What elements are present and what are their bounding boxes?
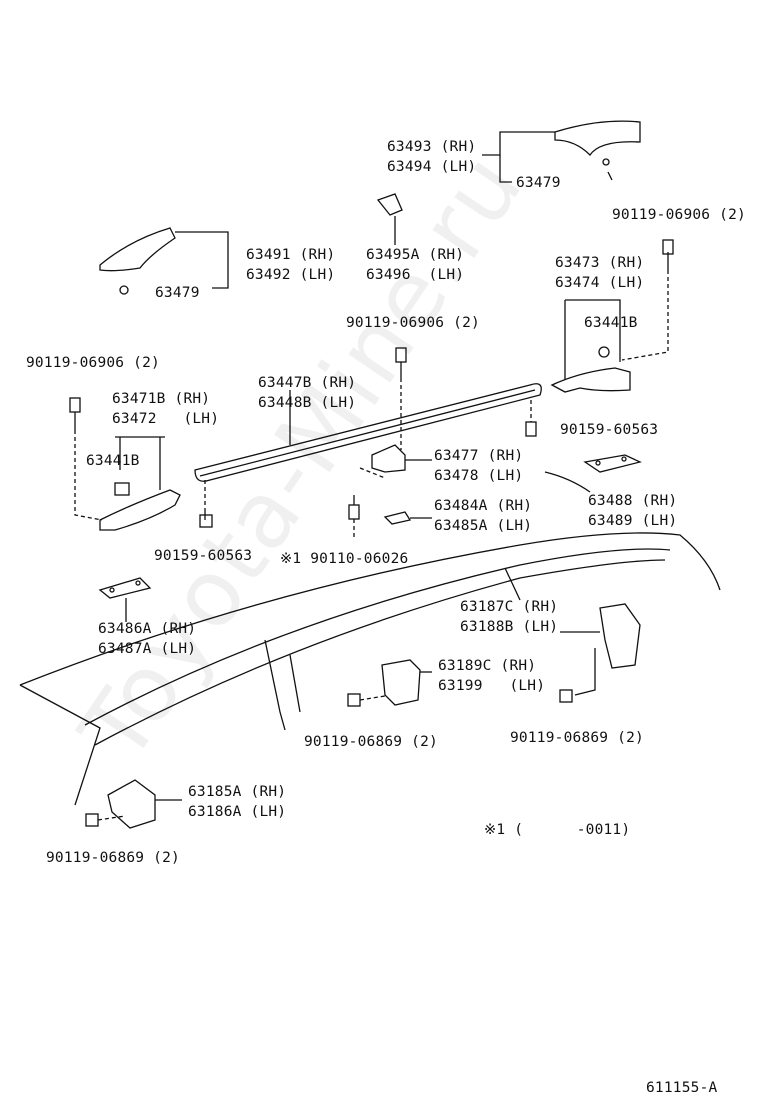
label-63487a: 63487A (LH) [98, 641, 197, 657]
bracket-63477 [371, 444, 406, 473]
label-90159-left: 90159-60563 [154, 548, 253, 564]
bracket-right [550, 367, 631, 393]
door-frame-mid [289, 654, 301, 713]
label-63485a: 63485A (LH) [434, 518, 533, 534]
roof-line-inner2 [94, 559, 666, 746]
label-63189c: 63189C (RH) [438, 658, 537, 674]
diagram-code: 611155-A [646, 1080, 718, 1096]
label-63473: 63473 (RH) [555, 255, 645, 271]
roof-line-inner [84, 548, 671, 726]
label-63187c: 63187C (RH) [460, 599, 559, 615]
label-63479-left: 63479 [155, 285, 200, 301]
footnote: ※1 ( -0011) [484, 822, 631, 838]
door-frame-left [264, 639, 286, 731]
roof-rail [194, 383, 542, 482]
label-90119-top-right: 90119-06906 (2) [612, 207, 746, 223]
label-90119-left: 90119-06906 (2) [26, 355, 160, 371]
label-63484a: 63484A (RH) [434, 498, 533, 514]
label-90119-bottom: 90119-06869 (2) [46, 850, 180, 866]
label-63441b-left: 63441B [86, 453, 140, 469]
end-cover-left [99, 227, 176, 272]
label-63185a: 63185A (RH) [188, 784, 287, 800]
label-63474: 63474 (LH) [555, 275, 645, 291]
bracket-63185a [107, 779, 156, 829]
label-63472: 63472 (LH) [112, 411, 220, 427]
label-63496: 63496 (LH) [366, 267, 465, 283]
label-63494: 63494 (LH) [387, 159, 477, 175]
label-63486a: 63486A (RH) [98, 621, 197, 637]
label-90119-center: 90119-06906 (2) [346, 315, 480, 331]
end-cover-top-right [554, 120, 641, 157]
bracket-63189c [381, 659, 421, 706]
label-90119-mid-right: 90119-06869 (2) [510, 730, 644, 746]
label-63489: 63489 (LH) [588, 513, 678, 529]
clip-63495a [376, 193, 403, 216]
body-pillar-left [19, 684, 101, 806]
label-63495a: 63495A (RH) [366, 247, 465, 263]
bracket-left [99, 489, 181, 531]
clip-63484a [383, 511, 412, 525]
label-63488: 63488 (RH) [588, 493, 678, 509]
label-63186a: 63186A (LH) [188, 804, 287, 820]
label-63478: 63478 (LH) [434, 468, 524, 484]
door-frame-right [504, 567, 521, 601]
bracket-63187c [599, 603, 641, 669]
plate-63486a [98, 577, 152, 599]
label-63448b: 63448B (LH) [258, 395, 357, 411]
label-63188b: 63188B (LH) [460, 619, 559, 635]
label-63477: 63477 (RH) [434, 448, 524, 464]
label-63491: 63491 (RH) [246, 247, 336, 263]
label-63441b-right: 63441B [584, 315, 638, 331]
label-90119-mid-left: 90119-06869 (2) [304, 734, 438, 750]
plate-63488 [583, 454, 642, 473]
label-90110: ※1 90110-06026 [280, 551, 409, 567]
label-63471b: 63471B (RH) [112, 391, 211, 407]
label-90159-right: 90159-60563 [560, 422, 659, 438]
label-63479-top: 63479 [516, 175, 561, 191]
roof-line-outer [19, 532, 721, 686]
label-63447b: 63447B (RH) [258, 375, 357, 391]
label-63493: 63493 (RH) [387, 139, 477, 155]
label-63492: 63492 (LH) [246, 267, 336, 283]
label-63199: 63199 (LH) [438, 678, 546, 694]
